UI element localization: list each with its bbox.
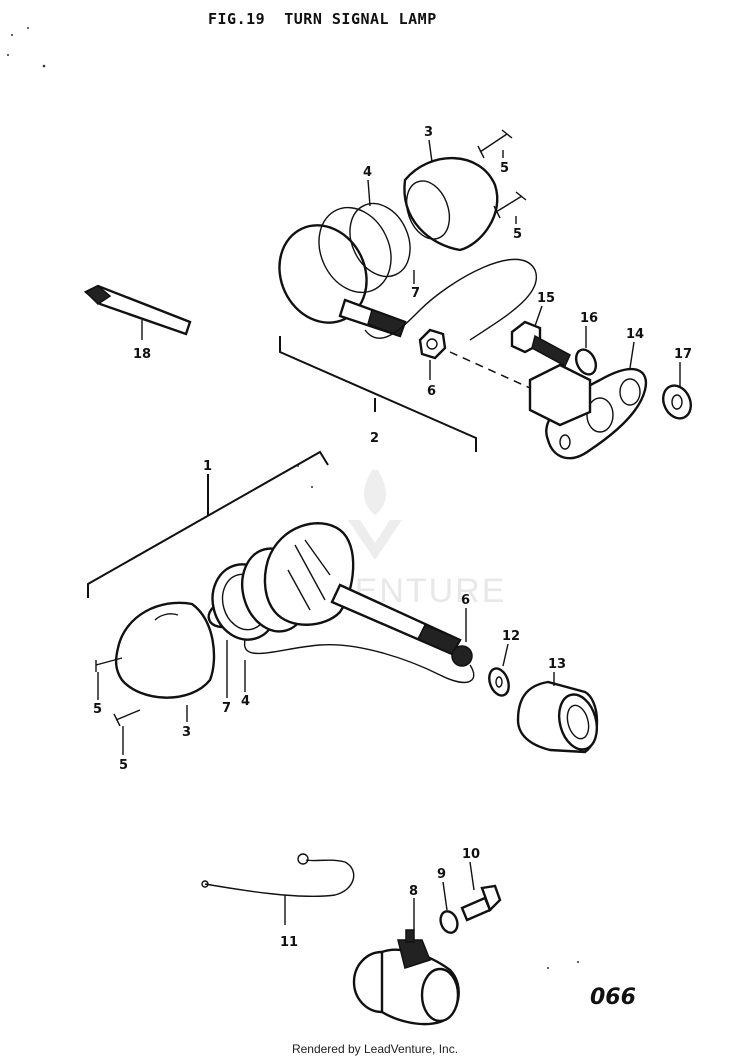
callout-8: 8 bbox=[409, 884, 418, 899]
leader-lines bbox=[97, 139, 681, 930]
callout-5-d: 5 bbox=[119, 758, 128, 773]
washer-9 bbox=[439, 910, 459, 934]
callout-15: 15 bbox=[537, 291, 555, 306]
upper-lamp-assembly bbox=[278, 129, 692, 460]
callout-14: 14 bbox=[626, 327, 644, 342]
callout-11: 11 bbox=[280, 935, 298, 950]
callout-7-upper: 7 bbox=[411, 286, 420, 301]
figure-title: FIG.19 TURN SIGNAL LAMP bbox=[208, 10, 437, 28]
page-number: 066 bbox=[590, 985, 636, 1010]
credit-text: Rendered by LeadVenture, Inc. bbox=[291, 1042, 459, 1056]
callout-16: 16 bbox=[580, 311, 598, 326]
callout-17: 17 bbox=[674, 347, 692, 362]
callout-4-upper: 4 bbox=[363, 165, 372, 180]
callout-5-a: 5 bbox=[500, 161, 509, 176]
lens-upper bbox=[278, 224, 368, 324]
tool-18 bbox=[83, 284, 192, 340]
callout-labels: 1 2 3 3 4 4 5 5 5 5 6 6 7 7 8 9 10 11 12… bbox=[93, 125, 692, 950]
bracket-2 bbox=[279, 336, 477, 452]
washer-16 bbox=[574, 348, 598, 376]
wire-upper bbox=[364, 258, 538, 341]
callout-2: 2 bbox=[370, 431, 379, 446]
washer-12 bbox=[488, 667, 510, 697]
callout-13: 13 bbox=[548, 657, 566, 672]
callout-10: 10 bbox=[462, 847, 480, 862]
nut-lower bbox=[451, 645, 473, 667]
watermark-logo: VENTURE bbox=[330, 470, 504, 610]
callout-5-b: 5 bbox=[513, 227, 522, 242]
washer-17 bbox=[662, 384, 692, 420]
callout-3-lower: 3 bbox=[182, 725, 191, 740]
callout-6-upper: 6 bbox=[427, 384, 436, 399]
housing-upper bbox=[403, 156, 499, 252]
relay-8 bbox=[352, 929, 460, 1026]
callout-3-upper: 3 bbox=[424, 125, 433, 140]
callout-1: 1 bbox=[203, 459, 212, 474]
wire-11 bbox=[201, 853, 355, 925]
wire-lower bbox=[244, 639, 475, 684]
callout-5-c: 5 bbox=[93, 702, 102, 717]
callout-9: 9 bbox=[437, 867, 446, 882]
lower-lamp-assembly bbox=[87, 450, 599, 754]
callout-7-lower: 7 bbox=[222, 701, 231, 716]
callout-6-lower: 6 bbox=[461, 593, 470, 608]
bolt-10 bbox=[460, 884, 502, 922]
nut-upper bbox=[418, 328, 447, 360]
callout-12: 12 bbox=[502, 629, 520, 644]
housing-lower bbox=[114, 601, 216, 699]
callout-4-lower: 4 bbox=[241, 694, 250, 709]
callout-18: 18 bbox=[133, 347, 151, 362]
scan-specks bbox=[7, 27, 579, 969]
bracket-1 bbox=[87, 450, 329, 598]
